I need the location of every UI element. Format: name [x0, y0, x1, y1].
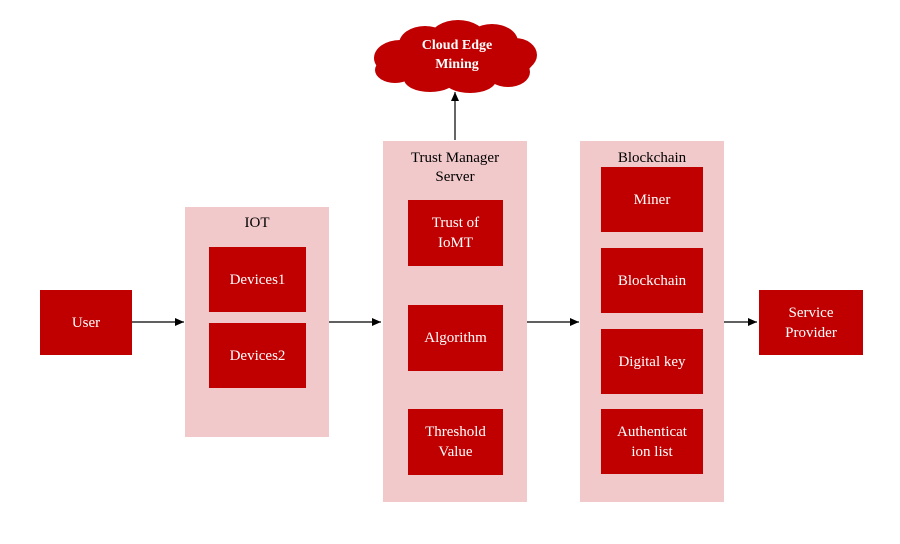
blockchain-title: Blockchain	[617, 150, 687, 166]
iot-panel: IOT Devices1 Devices2	[185, 207, 329, 437]
devices1-box: Devices1	[209, 247, 306, 312]
trust-of-iomt-box: Trust of IoMT	[408, 200, 503, 266]
authentication-list-box: Authenticat ion list	[601, 409, 703, 474]
blockchain-panel: Blockchain Miner Blockchain Digital key …	[580, 141, 724, 502]
algorithm-box: Algorithm	[408, 305, 503, 371]
cloud-edge-mining-label: Cloud Edge Mining	[421, 38, 493, 72]
service-provider-box: Service Provider	[759, 290, 863, 355]
trust-manager-server-title: Trust Manager Server	[410, 150, 500, 185]
blockchain-box: Blockchain	[601, 248, 703, 313]
threshold-value-box: Threshold Value	[408, 409, 503, 475]
user-box: User	[40, 290, 132, 355]
devices2-box: Devices2	[209, 323, 306, 388]
miner-box: Miner	[601, 167, 703, 232]
trust-manager-server-panel: Trust Manager Server Trust of IoMT Algor…	[383, 141, 527, 502]
digital-key-box: Digital key	[601, 329, 703, 394]
iot-title: IOT	[244, 215, 270, 231]
